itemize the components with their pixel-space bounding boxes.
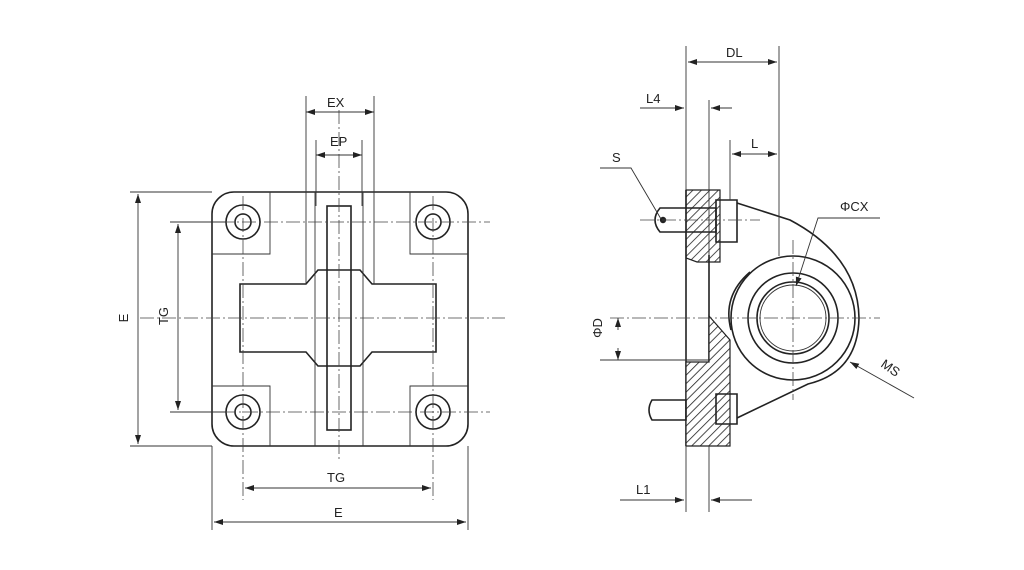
label-l: L <box>751 136 758 151</box>
label-e-vertical: E <box>116 313 131 322</box>
label-ep: EP <box>330 134 347 149</box>
side-view: DL L4 L S ΦCX ΦD MS L1 <box>590 45 915 512</box>
label-tg-horizontal: TG <box>327 470 345 485</box>
label-l4: L4 <box>646 91 660 106</box>
label-s: S <box>612 150 621 165</box>
front-view: EX EP E TG TG E <box>116 95 505 530</box>
label-dl: DL <box>726 45 743 60</box>
label-ms: MS <box>878 356 903 380</box>
plate-section-upper <box>685 189 721 263</box>
label-ex: EX <box>327 95 345 110</box>
label-cx: ΦCX <box>840 199 869 214</box>
stud-upper <box>654 207 717 233</box>
bolt-holes <box>225 204 451 430</box>
label-tg-vertical: TG <box>156 307 171 325</box>
label-d: ΦD <box>590 318 605 338</box>
plate-section-lower <box>685 314 731 447</box>
central-hub <box>239 269 437 367</box>
mounting-plate <box>211 191 469 447</box>
label-l1: L1 <box>636 482 650 497</box>
clevis-body <box>736 202 860 419</box>
stud-lower <box>648 399 687 421</box>
label-e-horizontal: E <box>334 505 343 520</box>
